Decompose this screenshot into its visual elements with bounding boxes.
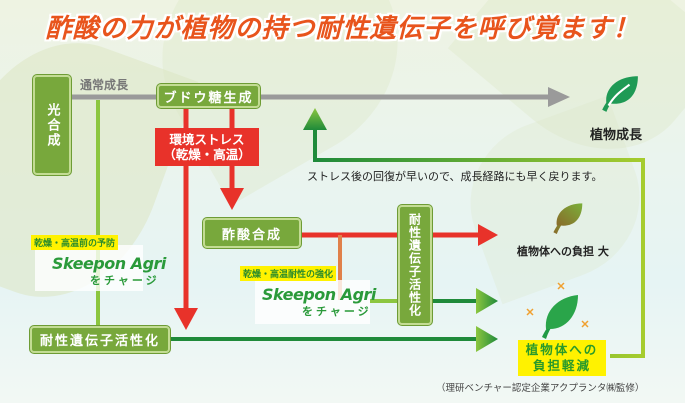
plant-growth-label: 植物成長 — [590, 128, 643, 143]
acetic-acid-synthesis-box: 酢酸合成 — [203, 218, 301, 248]
glucose-box: ブドウ糖生成 — [157, 84, 260, 108]
photosynthesis-box: 光合成 — [33, 75, 71, 175]
skeepon-tag-prevention: 乾燥・高温前の予防 — [31, 235, 119, 250]
normal-growth-label: 通常成長 — [80, 78, 129, 92]
recovery-arrowhead — [303, 108, 327, 130]
skeepon-charge-text: をチャージ — [90, 274, 160, 287]
skeepon-tag-enhancement: 乾燥・高温耐性の強化 — [240, 266, 337, 281]
recovery-note: ストレス後の回復が早いので、成長経路にも早く戻ります。 — [307, 170, 603, 183]
gene-activation-box: 耐性遺伝子活性化 — [30, 326, 170, 353]
sparkle-leaf-icon — [526, 282, 589, 339]
burden-large-label: 植物体への負担 大 — [517, 245, 609, 258]
leaf-icon-growth — [602, 76, 638, 112]
leaf-icon-burden — [553, 203, 583, 234]
environmental-stress-box: 環境ストレス （乾燥・高温） — [155, 128, 259, 166]
skeepon-charge-text: をチャージ — [302, 305, 372, 318]
recovery-return-line — [313, 125, 645, 358]
stress-red-arrowhead-left — [174, 308, 198, 330]
green-arrowhead-upper — [476, 288, 498, 314]
green-arrowhead-lower — [476, 326, 498, 352]
skeepon-logo: Skeepon Agri — [262, 285, 376, 304]
page-title: 酢酸の力が植物の持つ耐性遺伝子を呼び覚ます！ — [45, 14, 640, 44]
skeepon-charge-prevention — [35, 245, 143, 291]
skeepon-logo: Skeepon Agri — [52, 254, 166, 273]
skeepon-charge-enhancement — [255, 280, 370, 324]
normal-growth-arrowhead — [548, 87, 570, 107]
burden-reduced-box: 植物体への 負担軽減 — [518, 340, 606, 376]
acetic-red-arrowhead — [478, 224, 498, 246]
footer-note: （理研ベンチャー認定企業アクプランタ㈱監修） — [436, 383, 645, 394]
stress-red-arrowhead-right — [220, 188, 244, 210]
gene-activation-vertical-box: 耐性遺伝子活性化 — [398, 205, 432, 325]
